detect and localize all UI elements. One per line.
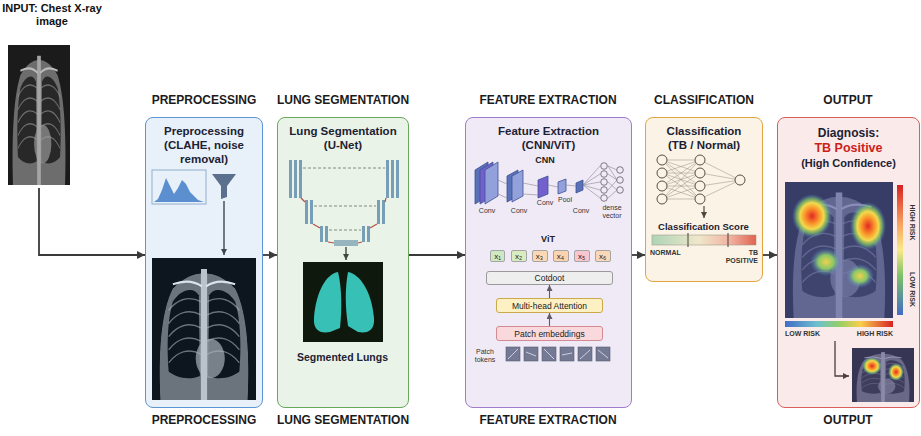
layer-label: Cotdoot	[535, 273, 565, 283]
input-heading: INPUT: Chest X-ray image	[2, 2, 102, 28]
colorbar-label: HIGH RISK	[908, 198, 917, 248]
stage-heading: FEATURE EXTRACTION	[468, 93, 628, 107]
score-label: Classification Score	[646, 221, 761, 233]
diagnosis-result: TB Positive	[778, 141, 919, 156]
result-box: Diagnosis:TB Positive(High Confidence)	[777, 117, 920, 408]
layer-label: Conv	[569, 207, 593, 215]
token-box: x₆	[595, 250, 611, 262]
layer-label: Conv	[533, 199, 557, 207]
token-label: x₂	[515, 252, 522, 261]
diagnosis-heading: Diagnosis:	[778, 118, 919, 141]
layer-label: Patch embeddings	[514, 329, 584, 339]
colorbar-label: LOW RISK	[785, 330, 830, 338]
token-label: x₁	[494, 252, 501, 261]
output-layer-box: Cotdoot	[486, 271, 613, 285]
layer-label: Conv	[507, 207, 531, 215]
token-box: x₅	[574, 250, 590, 262]
scale-label: NORMAL	[650, 249, 700, 257]
image-caption: Segmented Lungs	[278, 351, 407, 364]
stage-heading: OUTPUT	[788, 93, 908, 107]
scale-label: TB POSITIVE	[718, 249, 758, 265]
attention-box: Multi-head Attention	[496, 298, 603, 313]
token-label: x₃	[536, 252, 543, 261]
flow-arrow	[632, 254, 645, 256]
box-title: Classification (TB / Normal)	[646, 118, 762, 152]
box-title: Lung Segmentation (U-Net)	[278, 118, 408, 152]
stage-heading: OUTPUT	[788, 413, 908, 427]
token-box: x₄	[553, 250, 569, 262]
process-box: Preprocessing (CLAHE, noise removal)	[145, 117, 263, 408]
box-title: Preprocessing (CLAHE, noise removal)	[146, 118, 262, 166]
layer-label: Conv	[475, 207, 499, 215]
input-xray	[8, 45, 70, 185]
token-label: x₄	[557, 252, 564, 261]
input-image: INPUT: Chest X-ray image	[2, 2, 102, 188]
token-box: x₃	[532, 250, 548, 262]
token-box: x₁	[490, 250, 505, 262]
stage-heading: CLASSIFICATION	[634, 93, 774, 107]
flow-arrow	[263, 254, 277, 256]
tokens-label: Patch tokens	[469, 348, 501, 364]
token-label: x₅	[578, 252, 585, 261]
colorbar-label: LOW RISK	[908, 265, 917, 315]
model-label: ViT	[533, 234, 563, 245]
stage-heading: LUNG SEGMENTATION	[263, 413, 423, 427]
flow-arrow	[409, 254, 465, 256]
stage-heading: PREPROCESSING	[125, 93, 283, 107]
token-label: x₆	[599, 252, 606, 261]
stage-heading: PREPROCESSING	[125, 413, 283, 427]
confidence-note: (High Confidence)	[778, 156, 919, 170]
model-label: CNN	[530, 155, 560, 166]
layer-label: Multi-head Attention	[512, 301, 587, 311]
embedding-box: Patch embeddings	[496, 326, 603, 341]
stage-heading: FEATURE EXTRACTION	[468, 413, 628, 427]
stage-heading: LUNG SEGMENTATION	[263, 93, 423, 107]
box-title: Feature Extraction (CNN/ViT)	[466, 118, 631, 152]
input-xray	[8, 45, 70, 185]
colorbar-label: HIGH RISK	[848, 330, 893, 338]
flow-arrow	[763, 254, 777, 256]
vector-label: dense vector	[594, 204, 630, 220]
process-box: Lung Segmentation (U-Net) Segmented Lungs	[277, 117, 409, 408]
flow-arrow	[39, 188, 145, 255]
layer-label: Pool	[553, 196, 577, 204]
token-box: x₂	[511, 250, 527, 262]
